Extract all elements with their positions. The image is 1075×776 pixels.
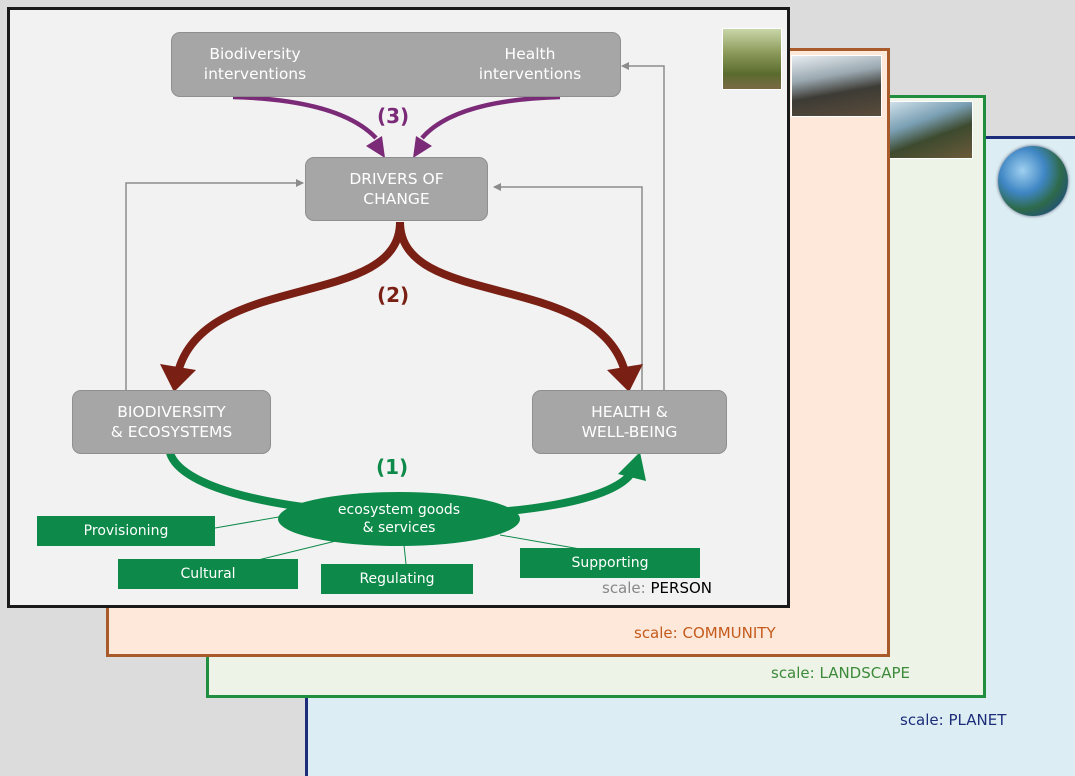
health-interventions-line-2: interventions xyxy=(478,65,582,83)
health-interventions-line-1: Health xyxy=(504,45,556,63)
interventions-box xyxy=(171,32,621,97)
biodiversity-interventions-line-1: Biodiversity xyxy=(209,45,301,63)
planet-scale-label: scale: PLANET xyxy=(900,711,1006,729)
ecosystem-services-line-2: & services xyxy=(362,520,436,536)
person-scale-value: PERSON xyxy=(650,579,713,597)
landscape-photo xyxy=(889,101,973,159)
ecosystem-services-line-1: ecosystem goods xyxy=(337,502,461,518)
biodiversity-ecosystems-box: BIODIVERSITY & ECOSYSTEMS xyxy=(72,390,271,454)
person-scale-label: scale: PERSON xyxy=(602,579,712,597)
planet-scale-prefix: scale: xyxy=(900,711,944,729)
landscape-scale-value: LANDSCAPE xyxy=(819,664,911,682)
biodiversity-interventions-label: Biodiversity interventions xyxy=(180,36,330,92)
biodiversity-line-2: & ECOSYSTEMS xyxy=(110,423,233,441)
health-interventions-label: Health interventions xyxy=(455,36,605,92)
person-scale-prefix: scale: xyxy=(602,579,646,597)
ecosystem-goods-services-ellipse: ecosystem goods & services xyxy=(278,492,520,546)
label-two: (2) xyxy=(377,283,410,307)
person-photo xyxy=(722,28,782,90)
supporting-tag: Supporting xyxy=(520,548,700,578)
biodiversity-line-1: BIODIVERSITY xyxy=(117,403,226,421)
community-scale-value: COMMUNITY xyxy=(682,624,776,642)
planet-scale-value: PLANET xyxy=(948,711,1007,729)
drivers-of-change-box: DRIVERS OF CHANGE xyxy=(305,157,488,221)
provisioning-tag: Provisioning xyxy=(37,516,215,546)
diagram-canvas: { "scales": { "planet": {"prefix": "scal… xyxy=(7,7,1075,776)
community-scale-label: scale: COMMUNITY xyxy=(634,624,776,642)
drivers-line-2: CHANGE xyxy=(363,190,430,208)
health-line-1: HEALTH & xyxy=(591,403,668,421)
regulating-tag: Regulating xyxy=(321,564,473,594)
label-one: (1) xyxy=(376,455,409,479)
drivers-line-1: DRIVERS OF xyxy=(349,170,444,188)
health-line-2: WELL-BEING xyxy=(581,423,678,441)
cultural-tag: Cultural xyxy=(118,559,298,589)
community-scale-prefix: scale: xyxy=(634,624,678,642)
health-wellbeing-box: HEALTH & WELL-BEING xyxy=(532,390,727,454)
community-photo xyxy=(791,55,882,117)
biodiversity-interventions-line-2: interventions xyxy=(203,65,307,83)
landscape-scale-prefix: scale: xyxy=(771,664,815,682)
landscape-scale-label: scale: LANDSCAPE xyxy=(771,664,910,682)
label-three: (3) xyxy=(377,104,410,128)
earth-globe-icon xyxy=(998,146,1068,216)
